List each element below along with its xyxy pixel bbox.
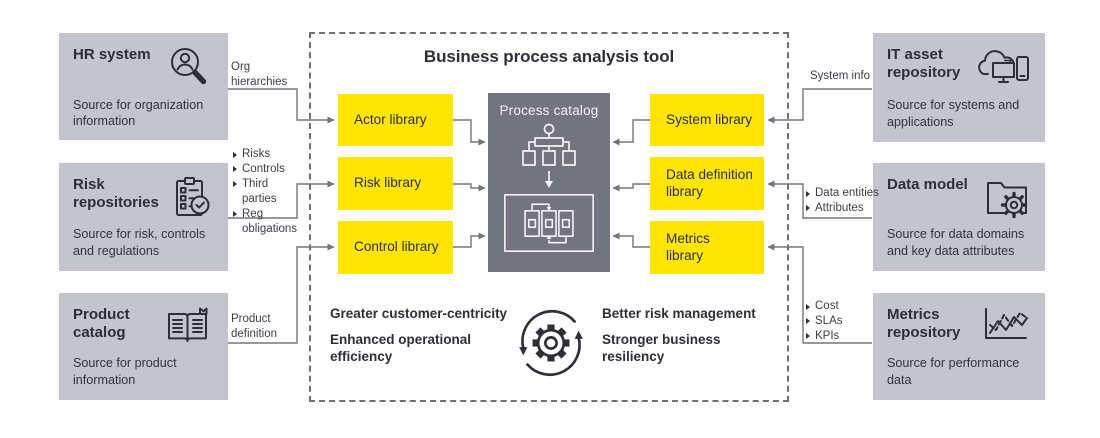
benefits-right: Better risk management Stronger business… — [602, 306, 772, 366]
benefit-item: Better risk management — [602, 306, 756, 321]
connector-item-label: Attributes — [815, 201, 864, 214]
diagram-title: Business process analysis tool — [423, 47, 675, 66]
list-item: SLAs — [806, 314, 876, 329]
connector-list-metrics: Cost SLAs KPIs — [806, 299, 876, 344]
source-description: Source for data domains and key data att… — [887, 227, 1025, 258]
source-description: Source for product information — [73, 356, 177, 387]
bullet-triangle-icon — [233, 181, 237, 188]
bullet-triangle-icon — [806, 303, 810, 310]
library-control: Control library — [338, 221, 453, 274]
bullet-triangle-icon — [233, 211, 237, 218]
list-item: KPIs — [806, 329, 876, 344]
list-item: Controls — [233, 162, 303, 177]
library-data-definition: Data definition library — [650, 157, 764, 210]
source-title: Risk repositories — [73, 176, 159, 211]
checklist-icon — [167, 174, 215, 225]
bullet-triangle-icon — [233, 151, 237, 158]
process-flow-icon — [500, 192, 598, 254]
process-catalog-box: Process catalog — [488, 93, 610, 272]
source-title: Data model — [887, 176, 968, 193]
benefit-item: Stronger business resiliency — [602, 331, 721, 364]
benefit-item: Greater customer-centricity — [330, 306, 508, 321]
list-item: Risks — [233, 147, 303, 162]
library-system: System library — [650, 94, 764, 146]
connector-item-label: Risks — [242, 148, 271, 160]
line-chart-icon — [978, 304, 1032, 351]
bullet-triangle-icon — [806, 333, 810, 340]
connector-label-system-info: System info — [810, 70, 871, 82]
library-actor: Actor library — [338, 94, 453, 146]
library-label: Actor library — [354, 111, 427, 127]
connector-label-org-hierarchies: Org hierarchies — [231, 61, 288, 88]
connector-item-label: Controls — [242, 162, 285, 175]
bullet-triangle-icon — [233, 166, 237, 173]
list-item: Third parties — [233, 177, 303, 207]
connector-list-risk: Risks Controls Third parties Reg obligat… — [233, 147, 303, 237]
source-description: Source for systems and applications — [887, 98, 1020, 129]
connector-item-label: KPIs — [815, 329, 840, 342]
list-item: Cost — [806, 299, 876, 314]
source-box-risk-repositories: Risk repositories Source for risk, contr… — [59, 163, 228, 271]
connector-item-label: Reg obligations — [242, 207, 297, 235]
source-box-product-catalog: Product catalog Source for product infor… — [59, 293, 228, 400]
open-book-icon — [163, 304, 215, 353]
down-arrow-icon — [544, 171, 554, 189]
library-label: Control library — [354, 239, 439, 255]
source-box-hr-system: HR system Source for organization inform… — [59, 33, 228, 140]
source-description: Source for performance data — [887, 356, 1020, 387]
library-label: Data definition library — [666, 166, 753, 199]
benefit-item: Enhanced operational efficiency — [330, 331, 472, 364]
source-title: IT asset repository — [887, 46, 961, 81]
connector-item-label: SLAs — [815, 314, 843, 327]
source-title: Metrics repository — [887, 306, 961, 341]
connector-label-product-definition: Product definition — [231, 313, 278, 340]
bullet-triangle-icon — [806, 318, 810, 325]
source-title: Product catalog — [73, 306, 130, 341]
gear-cycle-icon — [512, 304, 590, 387]
library-label: System library — [666, 111, 753, 127]
source-title: HR system — [73, 46, 151, 63]
connector-item-label: Third parties — [242, 177, 277, 205]
cloud-devices-icon — [974, 44, 1032, 95]
library-risk: Risk library — [338, 157, 453, 210]
org-chart-icon — [518, 123, 580, 169]
benefits-left: Greater customer-centricity Enhanced ope… — [330, 306, 525, 366]
library-label: Metrics library — [666, 230, 710, 263]
list-item: Reg obligations — [233, 207, 303, 237]
bullet-triangle-icon — [806, 205, 810, 212]
connector-list-data-model: Data entities Attributes — [806, 186, 884, 216]
source-box-metrics-repository: Metrics repository Source for performanc… — [873, 293, 1045, 400]
bullet-triangle-icon — [806, 190, 810, 197]
list-item: Attributes — [806, 201, 884, 216]
folder-gear-icon — [982, 174, 1032, 225]
library-label: Risk library — [354, 175, 422, 191]
library-metrics: Metrics library — [650, 221, 764, 274]
person-search-icon — [163, 44, 215, 97]
connector-item-label: Data entities — [815, 187, 879, 199]
source-box-it-asset-repository: IT asset repository Source for systems a… — [873, 33, 1045, 142]
source-description: Source for organization information — [73, 98, 204, 129]
source-description: Source for risk, controls and regulation… — [73, 227, 206, 258]
source-box-data-model: Data model — [873, 163, 1045, 271]
process-catalog-title: Process catalog — [499, 103, 599, 118]
list-item: Data entities — [806, 186, 884, 201]
connector-item-label: Cost — [815, 300, 839, 312]
